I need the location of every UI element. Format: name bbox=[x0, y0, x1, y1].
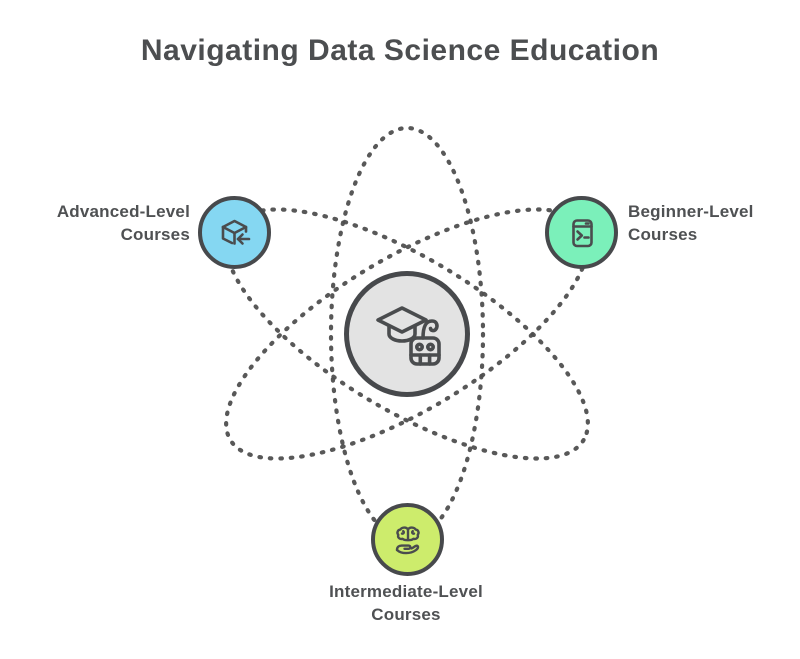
graduation-cap-robot-icon bbox=[376, 306, 441, 366]
label-intermediate-line2: Courses bbox=[371, 605, 441, 624]
terminal-window-icon bbox=[571, 218, 593, 247]
label-intermediate: Intermediate-Level Courses bbox=[286, 580, 526, 626]
label-advanced-line1: Advanced-Level bbox=[56, 202, 190, 221]
cube-incoming-arrow-icon bbox=[221, 219, 250, 245]
node-intermediate bbox=[371, 503, 444, 576]
label-intermediate-line1: Intermediate-Level bbox=[329, 582, 483, 601]
hand-holding-brain-icon bbox=[395, 525, 420, 554]
page-title: Navigating Data Science Education bbox=[140, 34, 660, 67]
node-advanced bbox=[198, 196, 271, 269]
label-beginner-line2: Courses bbox=[628, 225, 698, 244]
label-beginner-line1: Beginner-Level bbox=[628, 202, 754, 221]
label-advanced-line2: Courses bbox=[120, 225, 190, 244]
orbit-tilt-left bbox=[224, 207, 590, 461]
label-advanced: Advanced-Level Courses bbox=[18, 200, 190, 246]
node-beginner bbox=[545, 196, 618, 269]
label-beginner: Beginner-Level Courses bbox=[628, 200, 800, 246]
center-hub bbox=[344, 271, 470, 397]
